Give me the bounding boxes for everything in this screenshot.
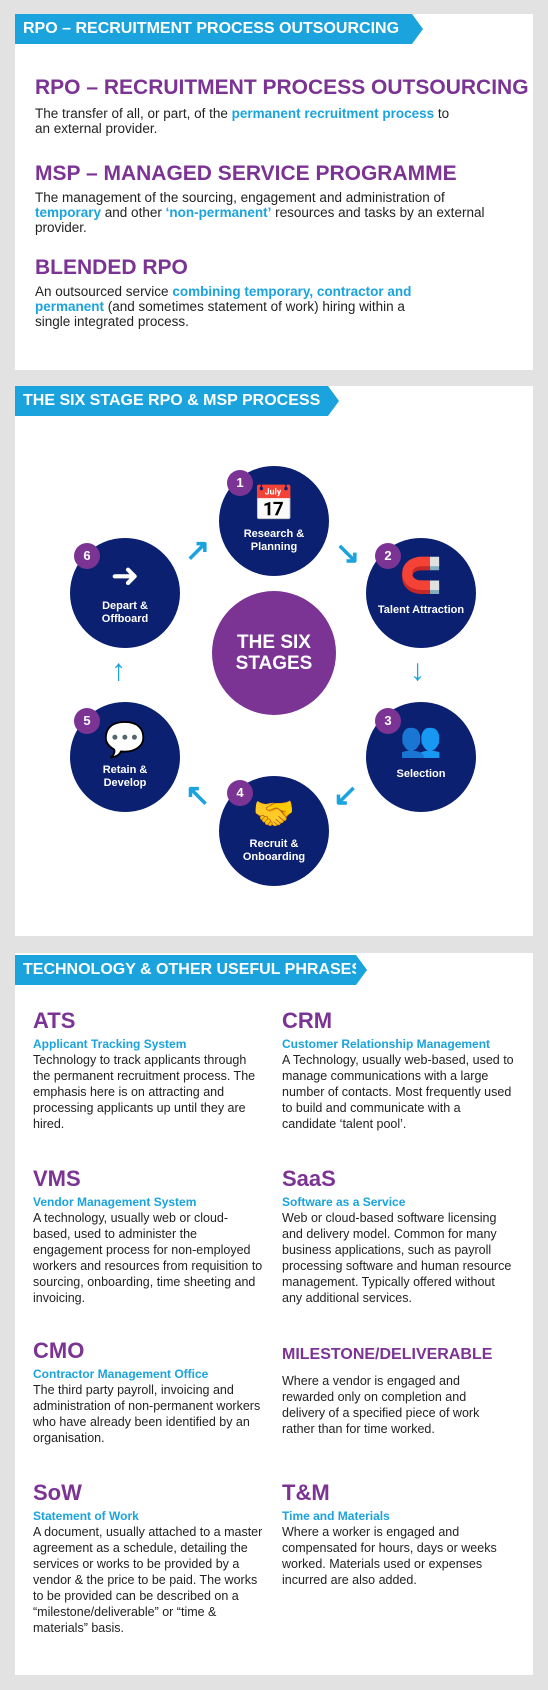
def-text-part: An outsourced service bbox=[35, 284, 173, 299]
term-abbr: CRM bbox=[282, 1008, 333, 1033]
stage-label: Offboard bbox=[101, 613, 149, 625]
term-sow: SoW Statement of Work A document, usuall… bbox=[33, 1481, 273, 1636]
flow-arrow-6-1-icon: ↗ bbox=[185, 534, 211, 567]
section-banner-process: THE SIX STAGE RPO & MSP PROCESS bbox=[15, 386, 339, 416]
term-abbr: T&M bbox=[282, 1480, 330, 1505]
magnet-person-icon: 🧲 bbox=[399, 557, 443, 595]
term-abbr: SaaS bbox=[282, 1166, 336, 1191]
section-banner-rpo: RPO – RECRUITMENT PROCESS OUTSOURCING bbox=[15, 14, 423, 44]
term-desc: Web or cloud-based software licensing an… bbox=[282, 1211, 512, 1305]
center-six-stages: THE SIX STAGES bbox=[212, 591, 336, 715]
term-tm: T&M Time and Materials Where a worker is… bbox=[282, 1481, 522, 1588]
def-title-rpo: RPO – RECRUITMENT PROCESS OUTSOURCING bbox=[35, 76, 529, 99]
def-text-msp: The management of the sourcing, engageme… bbox=[35, 190, 485, 235]
def-text-rpo: The transfer of all, or part, of the per… bbox=[35, 106, 455, 136]
stage-label: Talent Attraction bbox=[377, 604, 465, 616]
term-saas: SaaS Software as a Service Web or cloud-… bbox=[282, 1167, 522, 1306]
stage-3-badge: 3 bbox=[375, 708, 401, 734]
def-text-part: and other bbox=[101, 205, 166, 220]
term-desc: Where a vendor is engaged and rewarded o… bbox=[282, 1374, 480, 1436]
def-text-part: (and sometimes statement of work) hiring… bbox=[35, 299, 405, 329]
def-text-part: to an external provider. bbox=[35, 106, 450, 136]
flow-arrow-3-4-icon: ↙ bbox=[333, 779, 359, 812]
term-desc: Where a worker is engaged and compensate… bbox=[282, 1525, 497, 1587]
center-line1: THE SIX bbox=[237, 632, 311, 653]
def-text-part: The management of the sourcing, engageme… bbox=[35, 190, 445, 205]
term-full: Applicant Tracking System bbox=[33, 1037, 187, 1051]
stage-5-badge: 5 bbox=[74, 708, 100, 734]
stage-1-badge: 1 bbox=[227, 470, 253, 496]
stage-label: Retain & bbox=[102, 764, 148, 776]
term-desc: A technology, usually web or cloud-based… bbox=[33, 1211, 263, 1305]
stage-6-badge: 6 bbox=[74, 543, 100, 569]
highlight-text: permanent recruitment process bbox=[231, 106, 435, 121]
term-abbr: MILESTONE/DELIVERABLE bbox=[282, 1346, 493, 1363]
stage-4-badge: 4 bbox=[227, 780, 253, 806]
section-banner-phrases: TECHNOLOGY & OTHER USEFUL PHRASES bbox=[15, 955, 367, 985]
flow-arrow-1-2-icon: ↘ bbox=[335, 537, 361, 570]
stage-label: Develop bbox=[103, 777, 147, 789]
definitions-panel: RPO – RECRUITMENT PROCESS OUTSOURCING RP… bbox=[15, 14, 533, 370]
term-crm: CRM Customer Relationship Management A T… bbox=[282, 1009, 522, 1132]
speech-people-icon: 💬 bbox=[103, 721, 147, 759]
term-desc: A Technology, usually web-based, used to… bbox=[282, 1053, 514, 1131]
term-full: Vendor Management System bbox=[33, 1195, 197, 1209]
term-full: Customer Relationship Management bbox=[282, 1037, 491, 1051]
term-abbr: ATS bbox=[33, 1008, 76, 1033]
flow-arrow-2-3-icon: ↓ bbox=[410, 654, 425, 687]
term-abbr: SoW bbox=[33, 1480, 82, 1505]
handshake-icon: 🤝 bbox=[252, 795, 296, 833]
process-panel: THE SIX STAGE RPO & MSP PROCESS THE SIX … bbox=[15, 386, 533, 936]
stage-label: Onboarding bbox=[242, 851, 306, 863]
arrow-right-icon: ➜ bbox=[110, 557, 140, 595]
center-line2: STAGES bbox=[235, 653, 313, 674]
flow-arrow-5-6-icon: ↑ bbox=[111, 654, 126, 687]
term-milestone: MILESTONE/DELIVERABLE Where a vendor is … bbox=[282, 1343, 522, 1437]
stage-label: Planning bbox=[250, 541, 298, 553]
highlight-text: temporary bbox=[35, 205, 102, 220]
stage-label: Recruit & bbox=[249, 838, 299, 850]
term-desc: Technology to track applicants through t… bbox=[33, 1053, 256, 1131]
calendar-icon: 📅 bbox=[252, 485, 296, 523]
flow-arrow-4-5-icon: ↖ bbox=[185, 779, 211, 812]
term-desc: The third party payroll, invoicing and a… bbox=[33, 1383, 261, 1445]
stage-label: Depart & bbox=[102, 600, 148, 612]
term-full: Software as a Service bbox=[282, 1195, 406, 1209]
term-cmo: CMO Contractor Management Office The thi… bbox=[33, 1339, 273, 1446]
term-full: Time and Materials bbox=[282, 1509, 390, 1523]
term-ats: ATS Applicant Tracking System Technology… bbox=[33, 1009, 273, 1132]
term-abbr: VMS bbox=[33, 1166, 81, 1191]
def-text-part: The transfer of all, or part, of the bbox=[35, 106, 232, 121]
group-check-icon: 👥 bbox=[399, 721, 443, 759]
highlight-text: combining temporary, contractor and perm… bbox=[35, 284, 412, 314]
phrases-panel: TECHNOLOGY & OTHER USEFUL PHRASES ATS Ap… bbox=[15, 953, 533, 1675]
term-abbr: CMO bbox=[33, 1338, 85, 1363]
def-title-msp: MSP – MANAGED SERVICE PROGRAMME bbox=[35, 162, 457, 185]
term-vms: VMS Vendor Management System A technolog… bbox=[33, 1167, 273, 1306]
term-desc: A document, usually attached to a master… bbox=[33, 1525, 263, 1635]
highlight-text: ‘non-permanent’ bbox=[165, 205, 272, 220]
stage-label: Selection bbox=[396, 768, 446, 780]
def-text-part: resources and tasks by an external provi… bbox=[35, 205, 485, 235]
def-title-blended: BLENDED RPO bbox=[35, 256, 188, 279]
term-full: Contractor Management Office bbox=[33, 1367, 209, 1381]
term-full: Statement of Work bbox=[33, 1509, 139, 1523]
def-text-blended: An outsourced service combining temporar… bbox=[35, 284, 435, 329]
stage-2-badge: 2 bbox=[375, 543, 401, 569]
stage-label: Research & bbox=[243, 528, 305, 540]
